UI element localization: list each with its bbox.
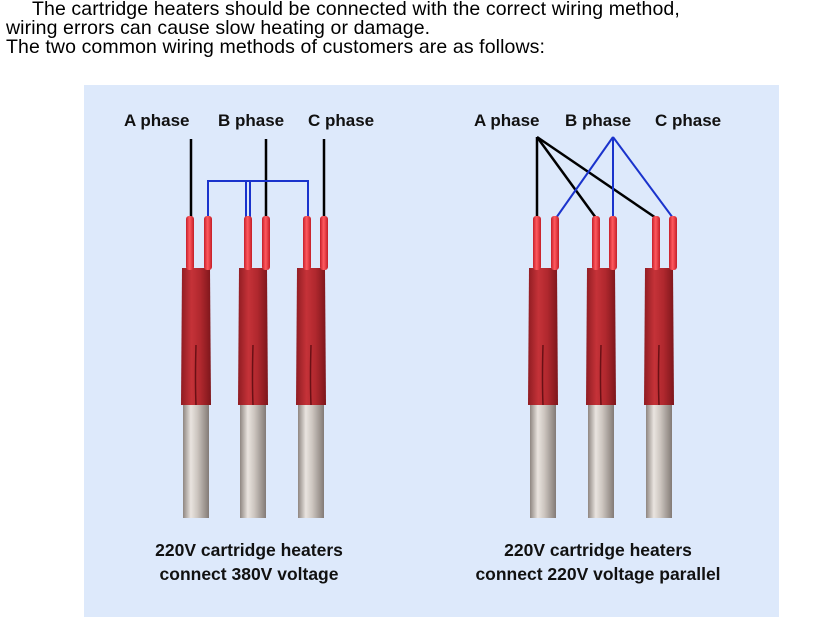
heater-steel-tube bbox=[240, 405, 266, 518]
heater-lead-right bbox=[551, 216, 559, 270]
intro-line-1: The cartridge heaters should be connecte… bbox=[32, 0, 680, 20]
right-heater-1 bbox=[528, 216, 559, 518]
heater-sleeve bbox=[644, 268, 674, 405]
heater-lead-left bbox=[533, 216, 541, 270]
right-wiring-diagram: A phase B phase C phase bbox=[474, 111, 721, 584]
heater-lead-right bbox=[609, 216, 617, 270]
left-heater-1 bbox=[181, 216, 212, 518]
heater-lead-left bbox=[592, 216, 600, 270]
heater-sleeve bbox=[238, 268, 268, 405]
right-label-c-phase: C phase bbox=[655, 111, 721, 130]
intro-text: The cartridge heaters should be connecte… bbox=[6, 0, 831, 57]
left-caption-line-2: connect 380V voltage bbox=[160, 564, 339, 584]
right-wire-b-to-heater-1 bbox=[555, 136, 614, 219]
heater-lead-right bbox=[320, 216, 328, 270]
heater-sleeve bbox=[586, 268, 616, 405]
heater-lead-right bbox=[669, 216, 677, 270]
heater-steel-tube bbox=[183, 405, 209, 518]
heater-sleeve bbox=[296, 268, 326, 405]
heater-sleeve bbox=[528, 268, 558, 405]
heater-lead-left bbox=[303, 216, 311, 270]
heater-lead-left bbox=[186, 216, 194, 270]
left-caption-line-1: 220V cartridge heaters bbox=[155, 540, 343, 560]
heater-steel-tube bbox=[646, 405, 672, 518]
left-heater-3 bbox=[296, 216, 328, 518]
heater-steel-tube bbox=[530, 405, 556, 518]
heater-lead-right bbox=[262, 216, 270, 270]
right-caption-line-2: connect 220V voltage parallel bbox=[475, 564, 720, 584]
left-heater-2 bbox=[238, 216, 270, 518]
left-label-c-phase: C phase bbox=[308, 111, 374, 130]
right-label-a-phase: A phase bbox=[474, 111, 540, 130]
heater-steel-tube bbox=[298, 405, 324, 518]
right-label-b-phase: B phase bbox=[565, 111, 631, 130]
heater-lead-left bbox=[244, 216, 252, 270]
left-label-b-phase: B phase bbox=[218, 111, 284, 130]
heater-lead-right bbox=[204, 216, 212, 270]
heater-sleeve bbox=[181, 268, 211, 405]
right-heater-2 bbox=[586, 216, 617, 518]
right-heater-3 bbox=[644, 216, 677, 518]
right-wire-a-to-heater-3 bbox=[536, 135, 657, 220]
left-wiring-diagram: A phase B phase C phase bbox=[124, 111, 374, 584]
intro-line-2: wiring errors can cause slow heating or … bbox=[6, 17, 431, 39]
left-label-a-phase: A phase bbox=[124, 111, 190, 130]
heater-lead-left bbox=[652, 216, 660, 270]
intro-line-3: The two common wiring methods of custome… bbox=[6, 36, 546, 58]
right-wire-a-to-heater-2 bbox=[535, 136, 598, 219]
left-blue-bridge-1 bbox=[207, 180, 251, 218]
left-blue-bridge-2 bbox=[245, 180, 309, 218]
right-wire-b-to-heater-3 bbox=[612, 136, 674, 219]
right-caption-line-1: 220V cartridge heaters bbox=[504, 540, 692, 560]
heater-steel-tube bbox=[588, 405, 614, 518]
